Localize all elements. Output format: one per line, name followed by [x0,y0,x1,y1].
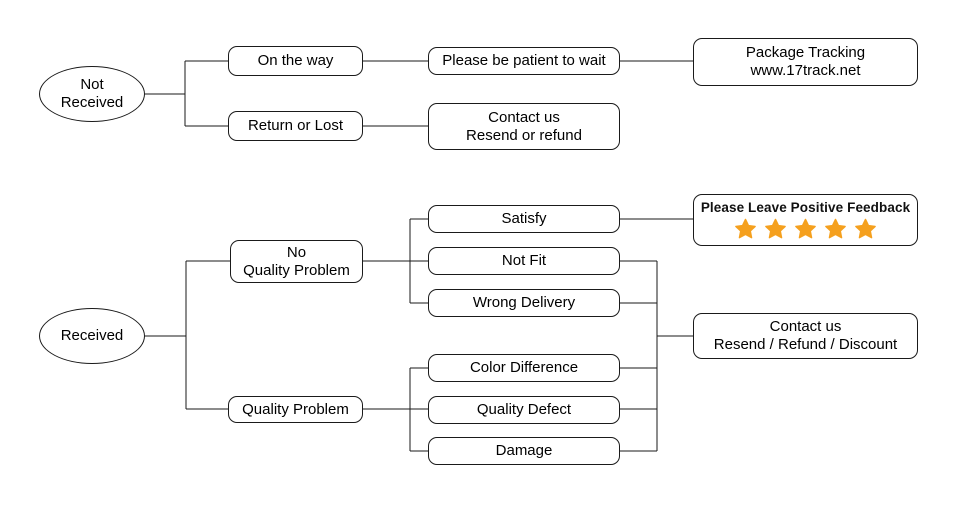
node-package-tracking[interactable]: Package Tracking www.17track.net [693,38,918,86]
node-no-quality-problem[interactable]: No Quality Problem [230,240,363,283]
node-satisfy-label: Satisfy [501,210,547,228]
star-icon[interactable] [734,218,757,240]
star-rating[interactable] [734,218,877,240]
node-quality-defect-label: Quality Defect [476,401,572,419]
node-return-or-lost-label: Return or Lost [247,117,344,135]
node-no-quality-problem-label: No Quality Problem [243,243,350,279]
star-icon[interactable] [824,218,847,240]
node-on-the-way[interactable]: On the way [228,46,363,76]
node-please-be-patient[interactable]: Please be patient to wait [428,47,620,75]
node-color-difference-label: Color Difference [469,359,579,377]
node-wrong-delivery[interactable]: Wrong Delivery [428,289,620,317]
node-not-fit[interactable]: Not Fit [428,247,620,275]
node-quality-defect[interactable]: Quality Defect [428,396,620,424]
node-contact-us-resend-refund-discount-label: Contact us Resend / Refund / Discount [713,318,898,353]
node-quality-problem-label: Quality Problem [242,400,349,418]
node-not-fit-label: Not Fit [501,252,547,270]
node-received-label: Received [60,327,124,345]
node-on-the-way-label: On the way [257,52,334,70]
star-icon[interactable] [764,218,787,240]
node-received[interactable]: Received [39,308,145,364]
node-return-or-lost[interactable]: Return or Lost [228,111,363,141]
node-positive-feedback[interactable]: Please Leave Positive Feedback [693,194,918,246]
node-wrong-delivery-label: Wrong Delivery [472,294,576,312]
star-icon[interactable] [854,218,877,240]
node-package-tracking-label: Package Tracking www.17track.net [745,44,866,79]
node-contact-us-resend-refund[interactable]: Contact us Resend or refund [428,103,620,150]
node-contact-us-resend-refund-label: Contact us Resend or refund [466,108,582,144]
node-quality-problem[interactable]: Quality Problem [228,396,363,423]
node-satisfy[interactable]: Satisfy [428,205,620,233]
node-damage[interactable]: Damage [428,437,620,465]
star-icon[interactable] [794,218,817,240]
node-not-received-label: Not Received [60,76,124,111]
node-damage-label: Damage [495,442,553,460]
node-please-be-patient-label: Please be patient to wait [442,52,606,70]
feedback-text: Please Leave Positive Feedback [700,200,911,215]
node-contact-us-resend-refund-discount[interactable]: Contact us Resend / Refund / Discount [693,313,918,359]
node-not-received[interactable]: Not Received [39,66,145,122]
node-color-difference[interactable]: Color Difference [428,354,620,382]
